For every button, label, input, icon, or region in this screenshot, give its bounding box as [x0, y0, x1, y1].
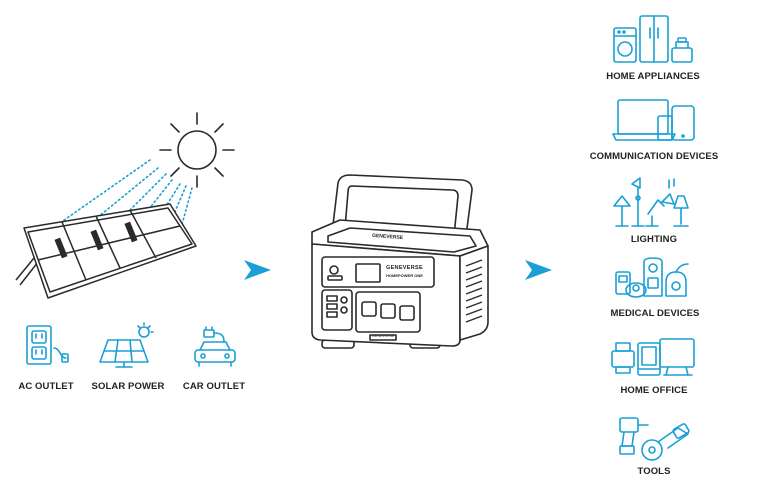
arrow-right-icon — [525, 260, 552, 280]
station-brand: GENEVERSE — [386, 265, 423, 271]
source-label-car-outlet: CAR OUTLET — [182, 381, 246, 392]
car-charger-icon — [194, 326, 236, 367]
source-label-solar-power: SOLAR POWER — [91, 381, 165, 392]
solar-panel-icon — [99, 322, 154, 368]
ac-outlet-icon — [26, 325, 69, 365]
source-label-ac-outlet: AC OUTLET — [18, 381, 74, 392]
output-label-tools: TOOLS — [637, 466, 671, 477]
output-label-home-appliances: HOME APPLIANCES — [606, 71, 700, 82]
station-model: HOMEPOWER ONE — [386, 273, 423, 278]
output-label-medical-devices: MEDICAL DEVICES — [610, 308, 700, 319]
arrow-right-icon — [244, 260, 271, 280]
output-label-home-office: HOME OFFICE — [620, 385, 688, 396]
home-appliances-icon — [613, 15, 693, 63]
output-label-lighting: LIGHTING — [630, 234, 678, 245]
output-label-communication-devices: COMMUNICATION DEVICES — [589, 151, 719, 162]
home-office-icon — [611, 338, 695, 376]
tools-icon — [619, 417, 690, 461]
medical-devices-icon — [615, 257, 689, 298]
communication-devices-icon — [612, 99, 695, 141]
station-front-brand: GENEVERSE — [372, 334, 395, 338]
lighting-icon — [613, 177, 689, 227]
